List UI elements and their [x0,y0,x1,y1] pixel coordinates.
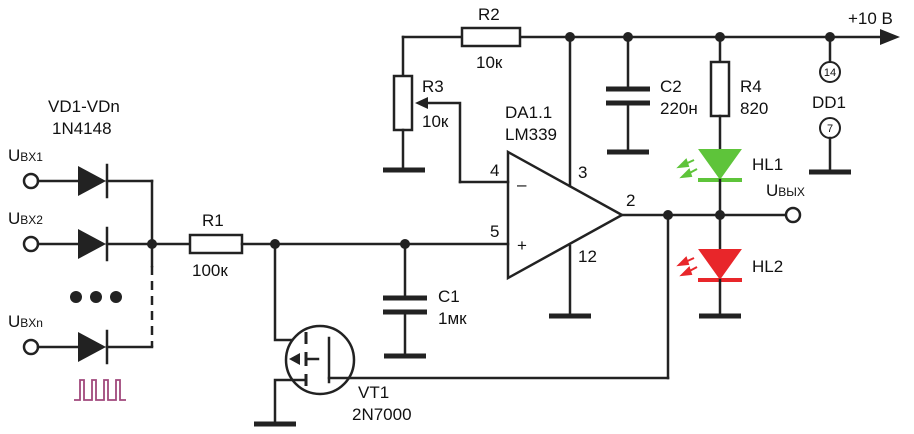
hl1-ref: HL1 [752,155,783,174]
input-1-label: UBX1 [8,146,43,165]
opamp-pin-out: 2 [626,191,635,210]
opamp-part: LM339 [505,125,557,144]
resistor-r4: R4 820 [709,35,768,152]
diodes-part: 1N4148 [52,119,112,138]
opamp-ref: DA1.1 [505,103,552,122]
output-terminal: UВЫХ [766,181,805,224]
r2-ref: R2 [478,5,500,24]
transistor-vt1: VT1 2N7000 [254,213,670,427]
c1-ref: C1 [438,287,460,306]
input-n-label: UBXn [8,312,43,331]
dd1-pin-bottom: 7 [827,123,833,135]
opamp-pin-noninv: 5 [490,222,499,241]
opamp-noninv-sign: + [517,236,527,255]
opamp-pin-inv: 4 [490,161,499,180]
diodes-ref: VD1-VDn [48,97,120,116]
dd1-supply: 14 DD1 7 [809,35,851,175]
resistor-r2: R2 10к [460,5,522,72]
dd1-pin-top: 14 [824,67,836,79]
r3-ref: R3 [422,77,444,96]
r1-value: 100к [192,261,228,280]
dd1-ref: DD1 [812,93,846,112]
r1-ref: R1 [202,211,224,230]
led-hl2: HL2 [676,213,783,319]
led-hl1: HL1 [676,149,783,217]
opamp-inv-sign: – [517,175,527,194]
supply-label: +10 В [848,9,893,28]
capacitor-c1: C1 1мк [383,242,467,359]
c1-value: 1мк [438,309,467,328]
hl2-ref: HL2 [752,257,783,276]
vt1-ref: VT1 [358,383,389,402]
input-2-label: UBX2 [8,209,43,228]
c2-value: 220н [660,99,698,118]
resistor-r1: R1 100к [188,211,410,280]
potentiometer-r3: R3 10к [383,35,462,184]
r4-value: 820 [740,99,768,118]
c2-ref: C2 [660,77,682,96]
capacitor-c2: C2 220н [606,35,698,155]
opamp-da1: – + 4 5 3 12 2 DA1.1 LM339 [403,35,792,319]
r4-ref: R4 [740,77,762,96]
r2-value: 10к [476,53,503,72]
r3-value: 10к [422,112,449,131]
input-diodes: VD1-VDn 1N4148 UBX1 UBX2 UBXn [8,97,192,401]
output-label: UВЫХ [766,181,805,200]
opamp-pin-gnd: 12 [578,247,597,266]
vt1-part: 2N7000 [352,405,412,424]
opamp-pin-vcc: 3 [578,163,587,182]
pulse-icon [74,379,126,401]
